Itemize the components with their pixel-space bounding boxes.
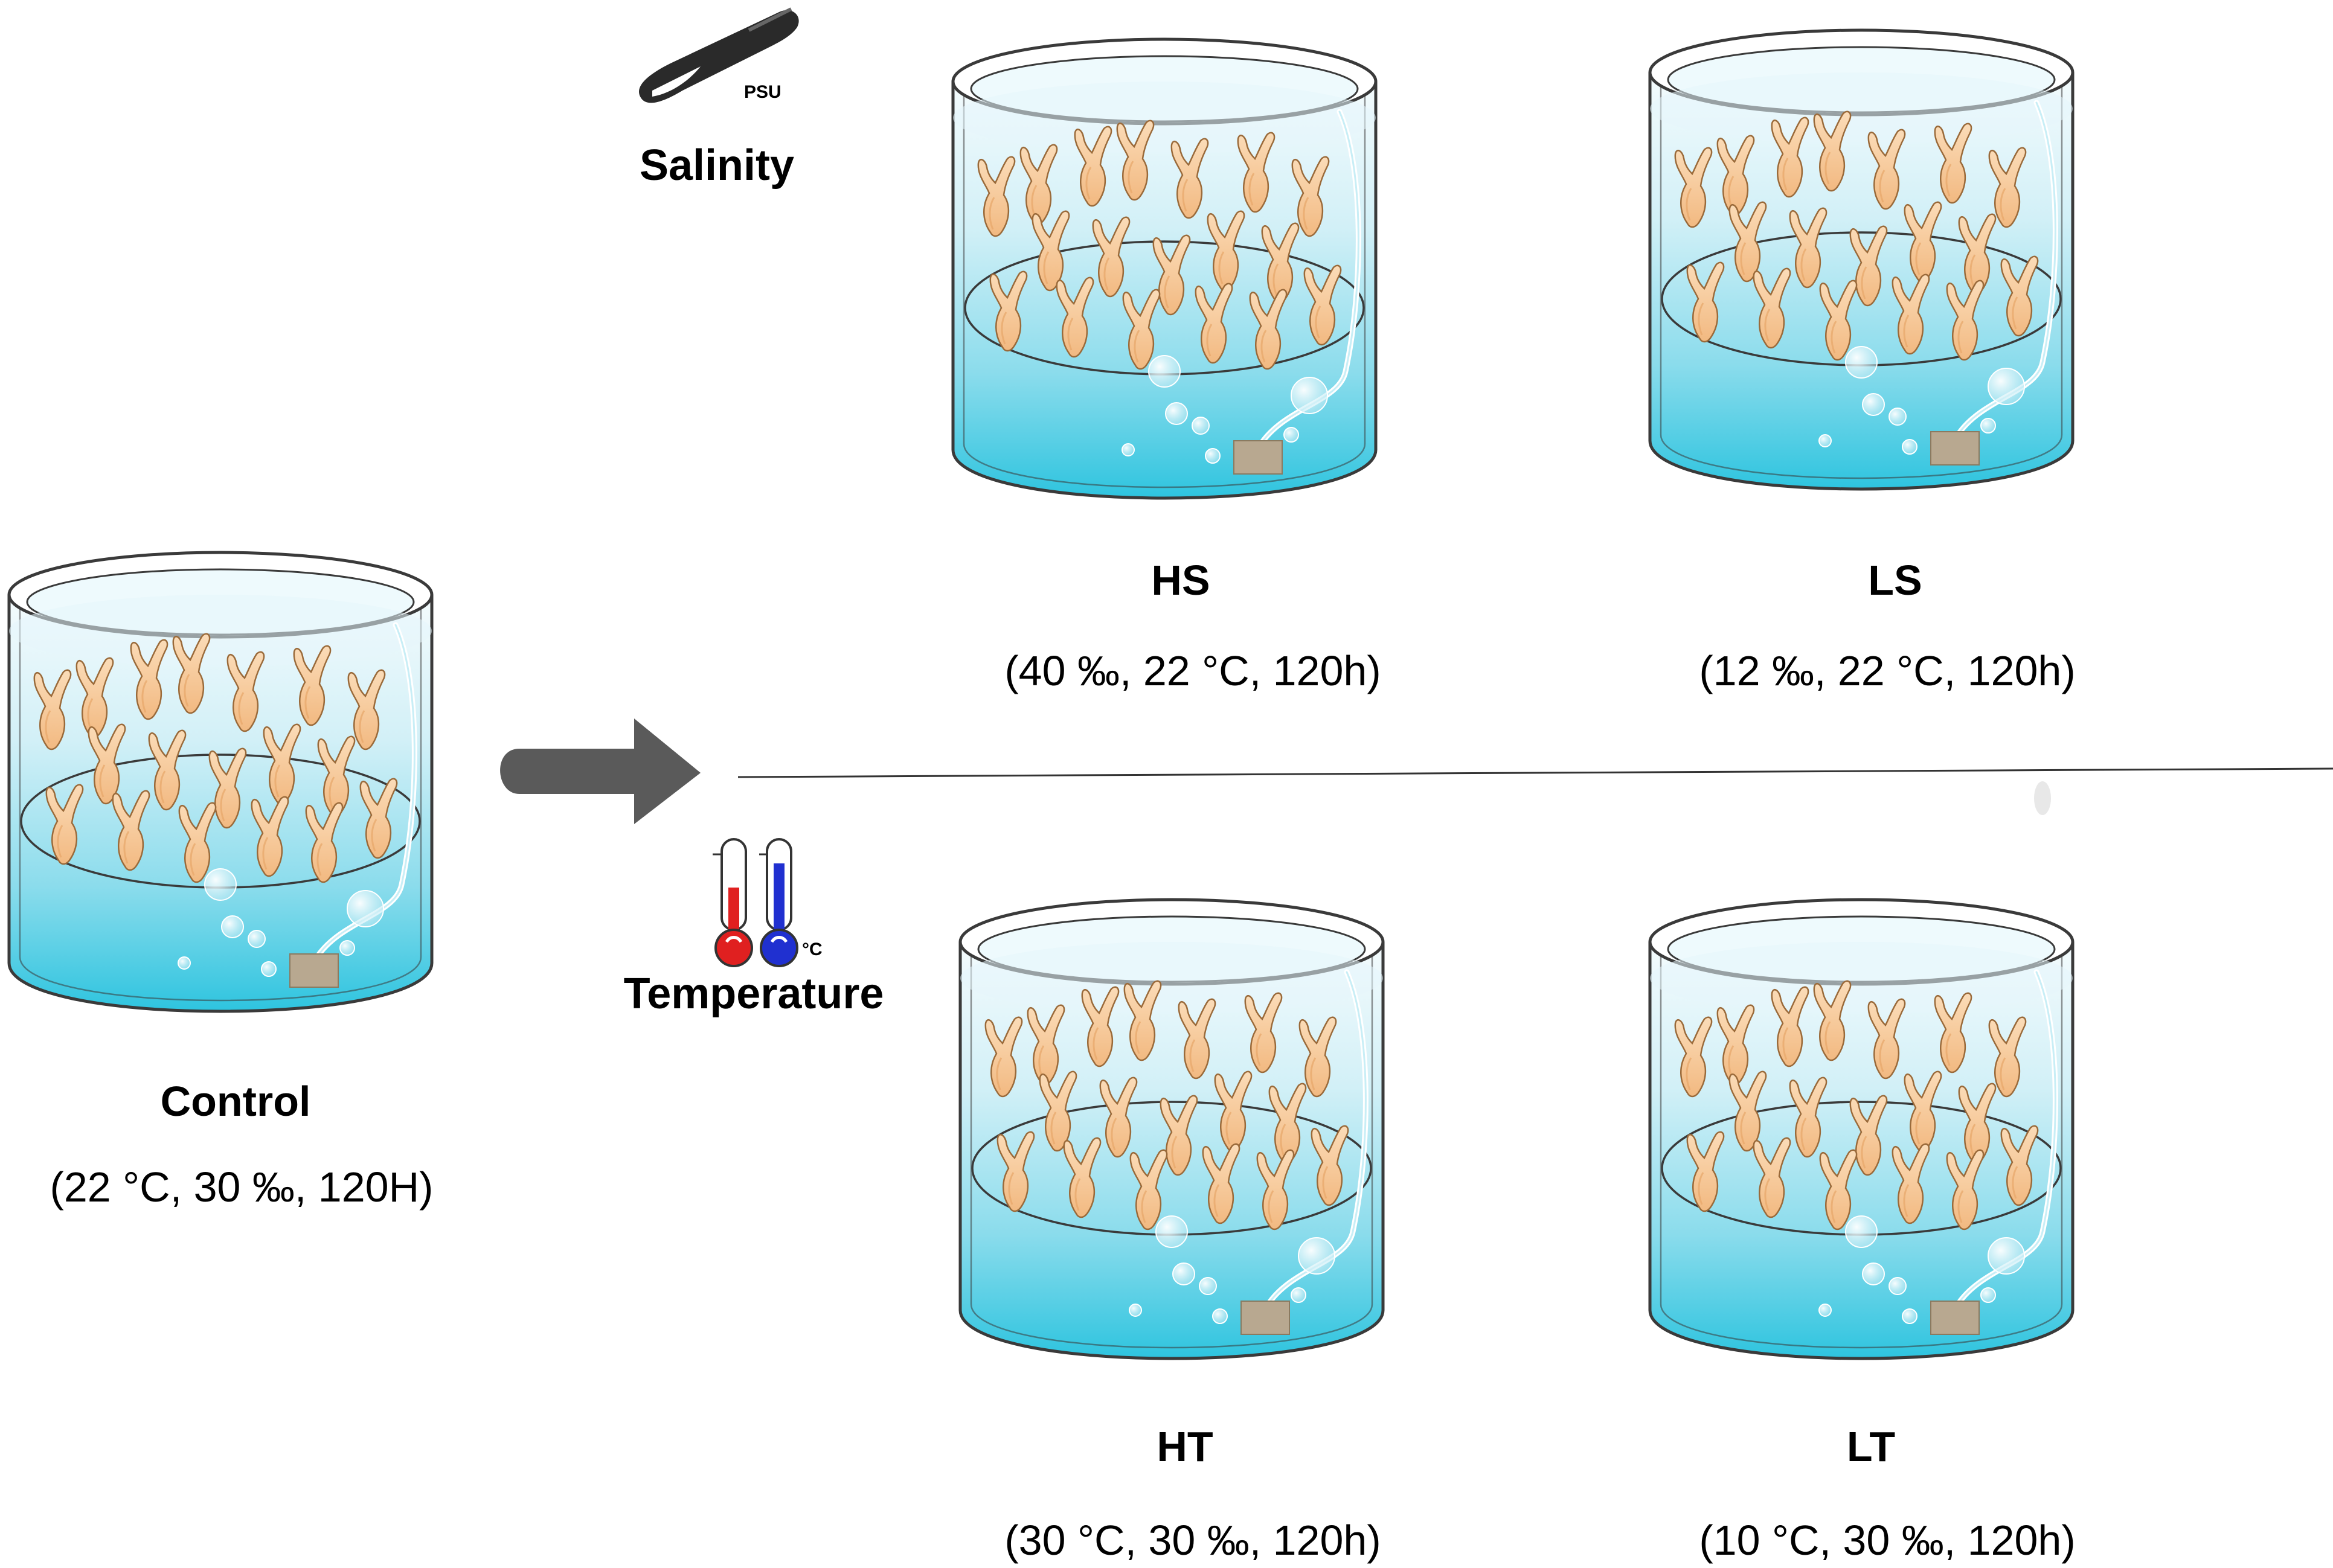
salinity-label: Salinity <box>640 141 794 190</box>
drop-mark <box>2034 781 2051 815</box>
lt-conditions: (10 °C, 30 ‰, 120h) <box>1699 1517 2075 1564</box>
hs-conditions: (40 ‰, 22 °C, 120h) <box>1004 647 1381 694</box>
hs-title: HS <box>1151 557 1210 604</box>
lt-tank <box>1650 900 2073 1358</box>
temperature-unit: °C <box>802 939 823 959</box>
ht-tank <box>960 900 1383 1358</box>
salinity-probe-icon <box>639 7 799 103</box>
salinity-probe-unit: PSU <box>744 82 781 102</box>
ls-title: LS <box>1868 557 1922 604</box>
ht-title: HT <box>1157 1423 1213 1470</box>
group-divider <box>737 767 2333 778</box>
thermometer-icon <box>713 838 798 967</box>
ls-tank <box>1650 30 2073 489</box>
transfer-arrow-icon <box>500 718 701 824</box>
control-tank <box>9 552 432 1011</box>
control-conditions: (22 °C, 30 ‰, 120H) <box>50 1163 434 1211</box>
ls-conditions: (12 ‰, 22 °C, 120h) <box>1699 647 2075 694</box>
ht-conditions: (30 °C, 30 ‰, 120h) <box>1004 1517 1381 1564</box>
lt-title: LT <box>1847 1423 1895 1470</box>
hs-tank <box>953 39 1376 498</box>
temperature-label: Temperature <box>624 970 884 1018</box>
control-title: Control <box>161 1078 311 1125</box>
